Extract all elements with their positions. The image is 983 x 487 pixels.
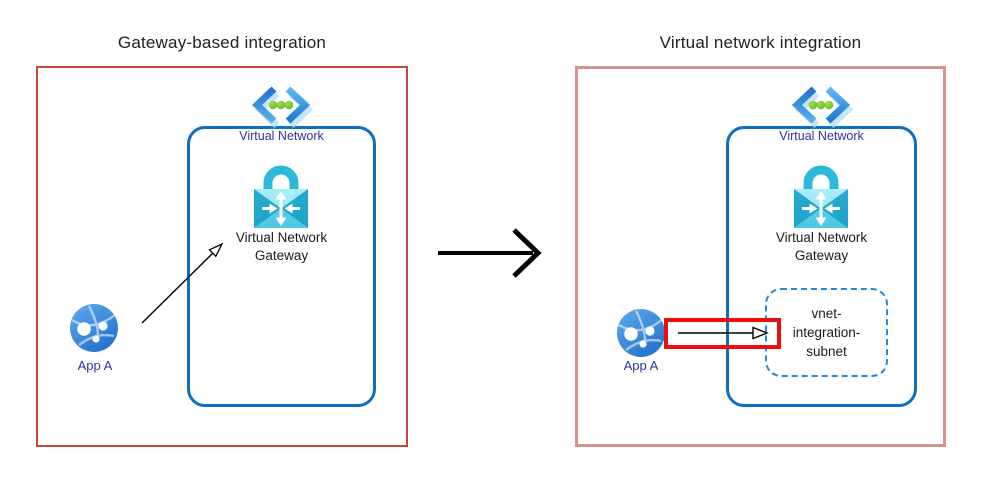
right-bracket (825, 86, 851, 124)
vnet-integration-subnet-box: vnet- integration- subnet (765, 288, 888, 377)
app-icon (617, 309, 665, 357)
green-dot (816, 100, 826, 110)
app-to-gateway-arrow (141, 242, 224, 324)
virtual-network-gateway-label: Virtual Network Gateway (775, 230, 868, 263)
right-panel-title: Virtual network integration (659, 33, 862, 52)
subnet-label: vnet- (811, 306, 842, 321)
app-icon (70, 304, 118, 352)
left-bracket (791, 86, 817, 124)
app-to-subnet-arrow (678, 326, 769, 340)
subnet-label: subnet (806, 344, 847, 359)
green-dot (284, 100, 294, 110)
routing-arrows (262, 191, 300, 226)
virtual-network-icon (251, 86, 314, 129)
transition-arrow (438, 228, 542, 278)
subnet-label: integration- (792, 325, 861, 340)
virtual-network-icon (791, 86, 854, 129)
virtual-network-gateway-icon (254, 165, 308, 228)
lock-shackle (803, 165, 839, 193)
left-virtual-network-boundary (187, 126, 376, 407)
green-dot (276, 100, 286, 110)
right-virtual-network-boundary (726, 126, 917, 407)
green-dot (268, 100, 278, 110)
highlight-box (664, 318, 781, 349)
green-dot (824, 100, 834, 110)
virtual-network-gateway-icon (794, 165, 848, 228)
app-label: App A (77, 358, 113, 373)
left-bracket (251, 86, 277, 124)
virtual-network-gateway-label: Virtual Network Gateway (235, 230, 328, 263)
green-dot (808, 100, 818, 110)
left-panel-title: Gateway-based integration (117, 33, 327, 52)
app-label: App A (623, 358, 659, 373)
virtual-network-label: Virtual Network (239, 129, 324, 143)
routing-arrows (802, 191, 840, 226)
right-panel-frame (575, 66, 946, 447)
left-panel-frame (36, 66, 408, 447)
lock-shackle (263, 165, 299, 193)
virtual-network-label: Virtual Network (779, 129, 864, 143)
right-bracket (285, 86, 311, 124)
